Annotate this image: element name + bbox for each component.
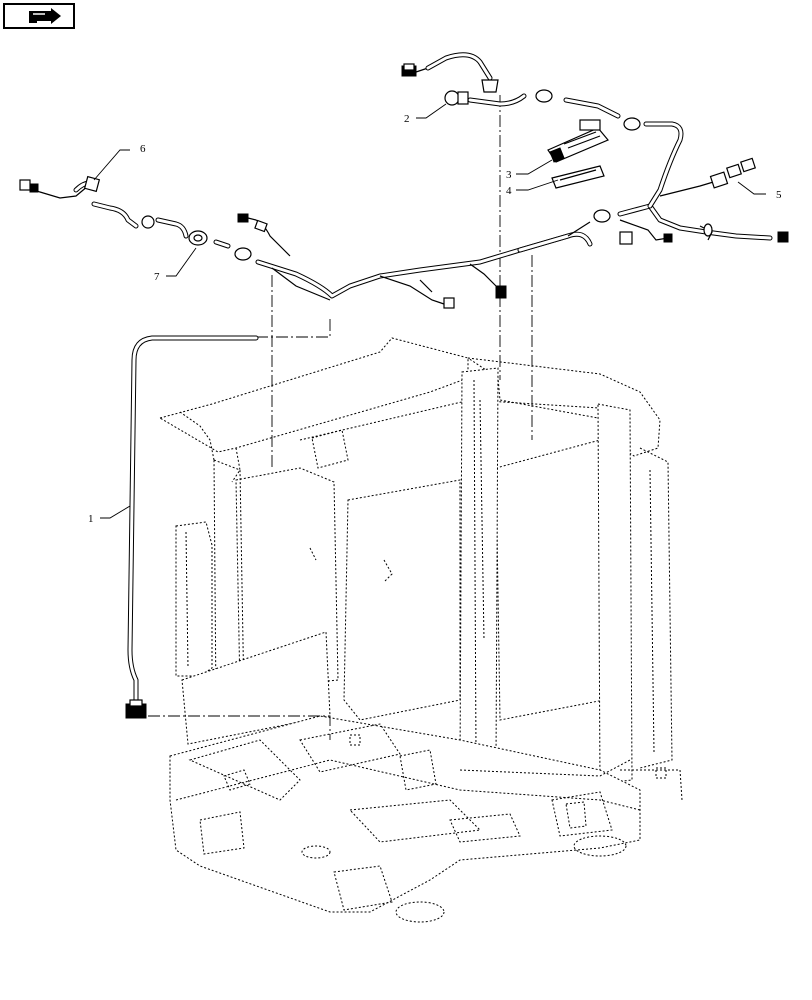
- svg-text:3: 3: [506, 169, 512, 181]
- svg-text:5: 5: [776, 189, 782, 201]
- part-3-module: [547, 119, 609, 163]
- cab-frame: [158, 337, 683, 923]
- return-arrow-icon: [29, 8, 61, 24]
- harness-top: [401, 52, 527, 107]
- callout-5: 5: [737, 181, 782, 201]
- callout-3: 3: [506, 159, 553, 181]
- callout-7: 7: [154, 247, 197, 283]
- part-1-rod: [125, 335, 259, 719]
- return-button[interactable]: [3, 3, 75, 29]
- svg-text:6: 6: [140, 143, 146, 155]
- part-6-harness: [19, 175, 571, 309]
- svg-text:4: 4: [506, 185, 512, 197]
- callout-2: 2: [404, 103, 447, 125]
- svg-text:1: 1: [88, 513, 94, 525]
- part-4-pad: [551, 165, 605, 189]
- center-lines: [148, 95, 533, 740]
- callout-4: 4: [506, 179, 559, 197]
- callout-1: 1: [88, 505, 131, 525]
- callout-6: 6: [93, 143, 146, 181]
- svg-text:7: 7: [154, 271, 160, 283]
- harness-right: [517, 89, 789, 253]
- svg-text:2: 2: [404, 113, 410, 125]
